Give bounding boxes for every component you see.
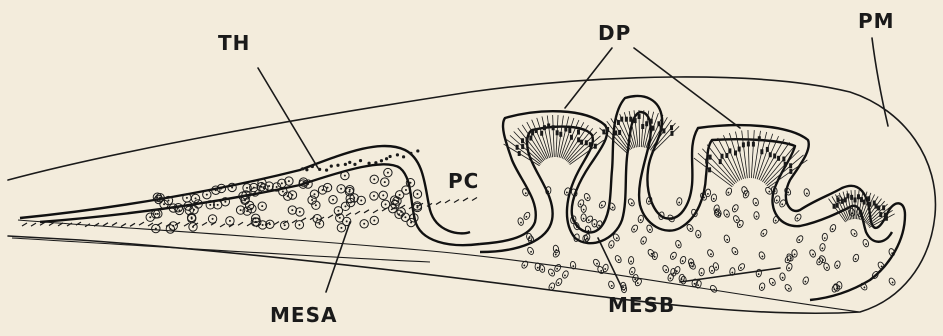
label-pm: PM xyxy=(858,9,895,33)
leader-dp-right xyxy=(634,48,740,128)
lower-contour xyxy=(12,238,430,262)
basal-line xyxy=(18,220,860,312)
leader-pm xyxy=(872,38,888,126)
label-dp: DP xyxy=(598,21,631,45)
label-th: TH xyxy=(218,31,250,55)
label-mesb: MESB xyxy=(608,293,675,317)
leader-mesb-left xyxy=(598,238,622,288)
leader-dp-left xyxy=(565,48,612,108)
label-mesa: MESA xyxy=(270,303,337,327)
label-pc: PC xyxy=(448,169,479,193)
outer-membrane-line xyxy=(8,77,935,313)
